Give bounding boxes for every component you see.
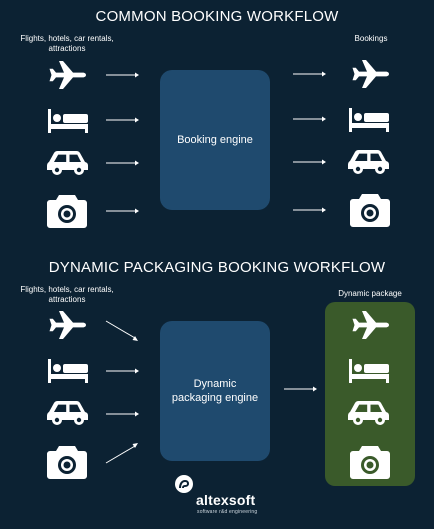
arrow-right xyxy=(106,208,139,214)
camera-icon xyxy=(350,446,390,479)
camera-icon xyxy=(47,446,87,479)
airplane-icon xyxy=(352,311,389,339)
dynamic-engine-label: Dynamic packaging engine xyxy=(171,378,259,404)
arrow-right xyxy=(106,160,139,166)
airplane-icon xyxy=(49,61,86,89)
booking-engine-label: Booking engine xyxy=(177,134,253,146)
arrow-diagonal-up xyxy=(105,443,138,464)
car-icon xyxy=(47,401,88,425)
bed-icon xyxy=(349,108,389,132)
arrow-right xyxy=(106,368,139,374)
arrow-right xyxy=(106,72,139,78)
arrow-right xyxy=(284,386,317,392)
brand-name: altexsoft xyxy=(196,492,256,508)
dynamic-output-caption: Dynamic package xyxy=(338,289,402,298)
arrow-right xyxy=(106,411,139,417)
arrow-right xyxy=(293,159,326,165)
altexsoft-logo-icon xyxy=(175,475,193,493)
common-workflow-title: COMMON BOOKING WORKFLOW xyxy=(95,8,339,25)
dynamic-inputs-caption: Flights, hotels, car rentals, attraction… xyxy=(20,285,114,304)
brand-tagline: software r&d engineering xyxy=(197,509,258,515)
arrow-right xyxy=(293,71,326,77)
car-icon xyxy=(47,151,88,175)
arrow-right xyxy=(293,116,326,122)
airplane-icon xyxy=(49,311,86,339)
common-output-caption: Bookings xyxy=(354,34,388,43)
bed-icon xyxy=(48,359,88,383)
arrow-right xyxy=(106,117,139,123)
arrow-diagonal-down xyxy=(105,320,138,341)
bed-icon xyxy=(349,359,389,383)
arrow-right xyxy=(293,207,326,213)
dynamic-workflow-title: DYNAMIC PACKAGING BOOKING WORKFLOW xyxy=(48,259,386,276)
car-icon xyxy=(348,150,389,174)
common-inputs-caption: Flights, hotels, car rentals, attraction… xyxy=(20,34,114,53)
airplane-icon xyxy=(352,60,389,88)
booking-engine: Booking engine xyxy=(160,70,270,210)
car-icon xyxy=(348,401,389,425)
dynamic-packaging-engine: Dynamic packaging engine xyxy=(160,321,270,461)
camera-icon xyxy=(350,194,390,227)
camera-icon xyxy=(47,195,87,228)
bed-icon xyxy=(48,109,88,133)
